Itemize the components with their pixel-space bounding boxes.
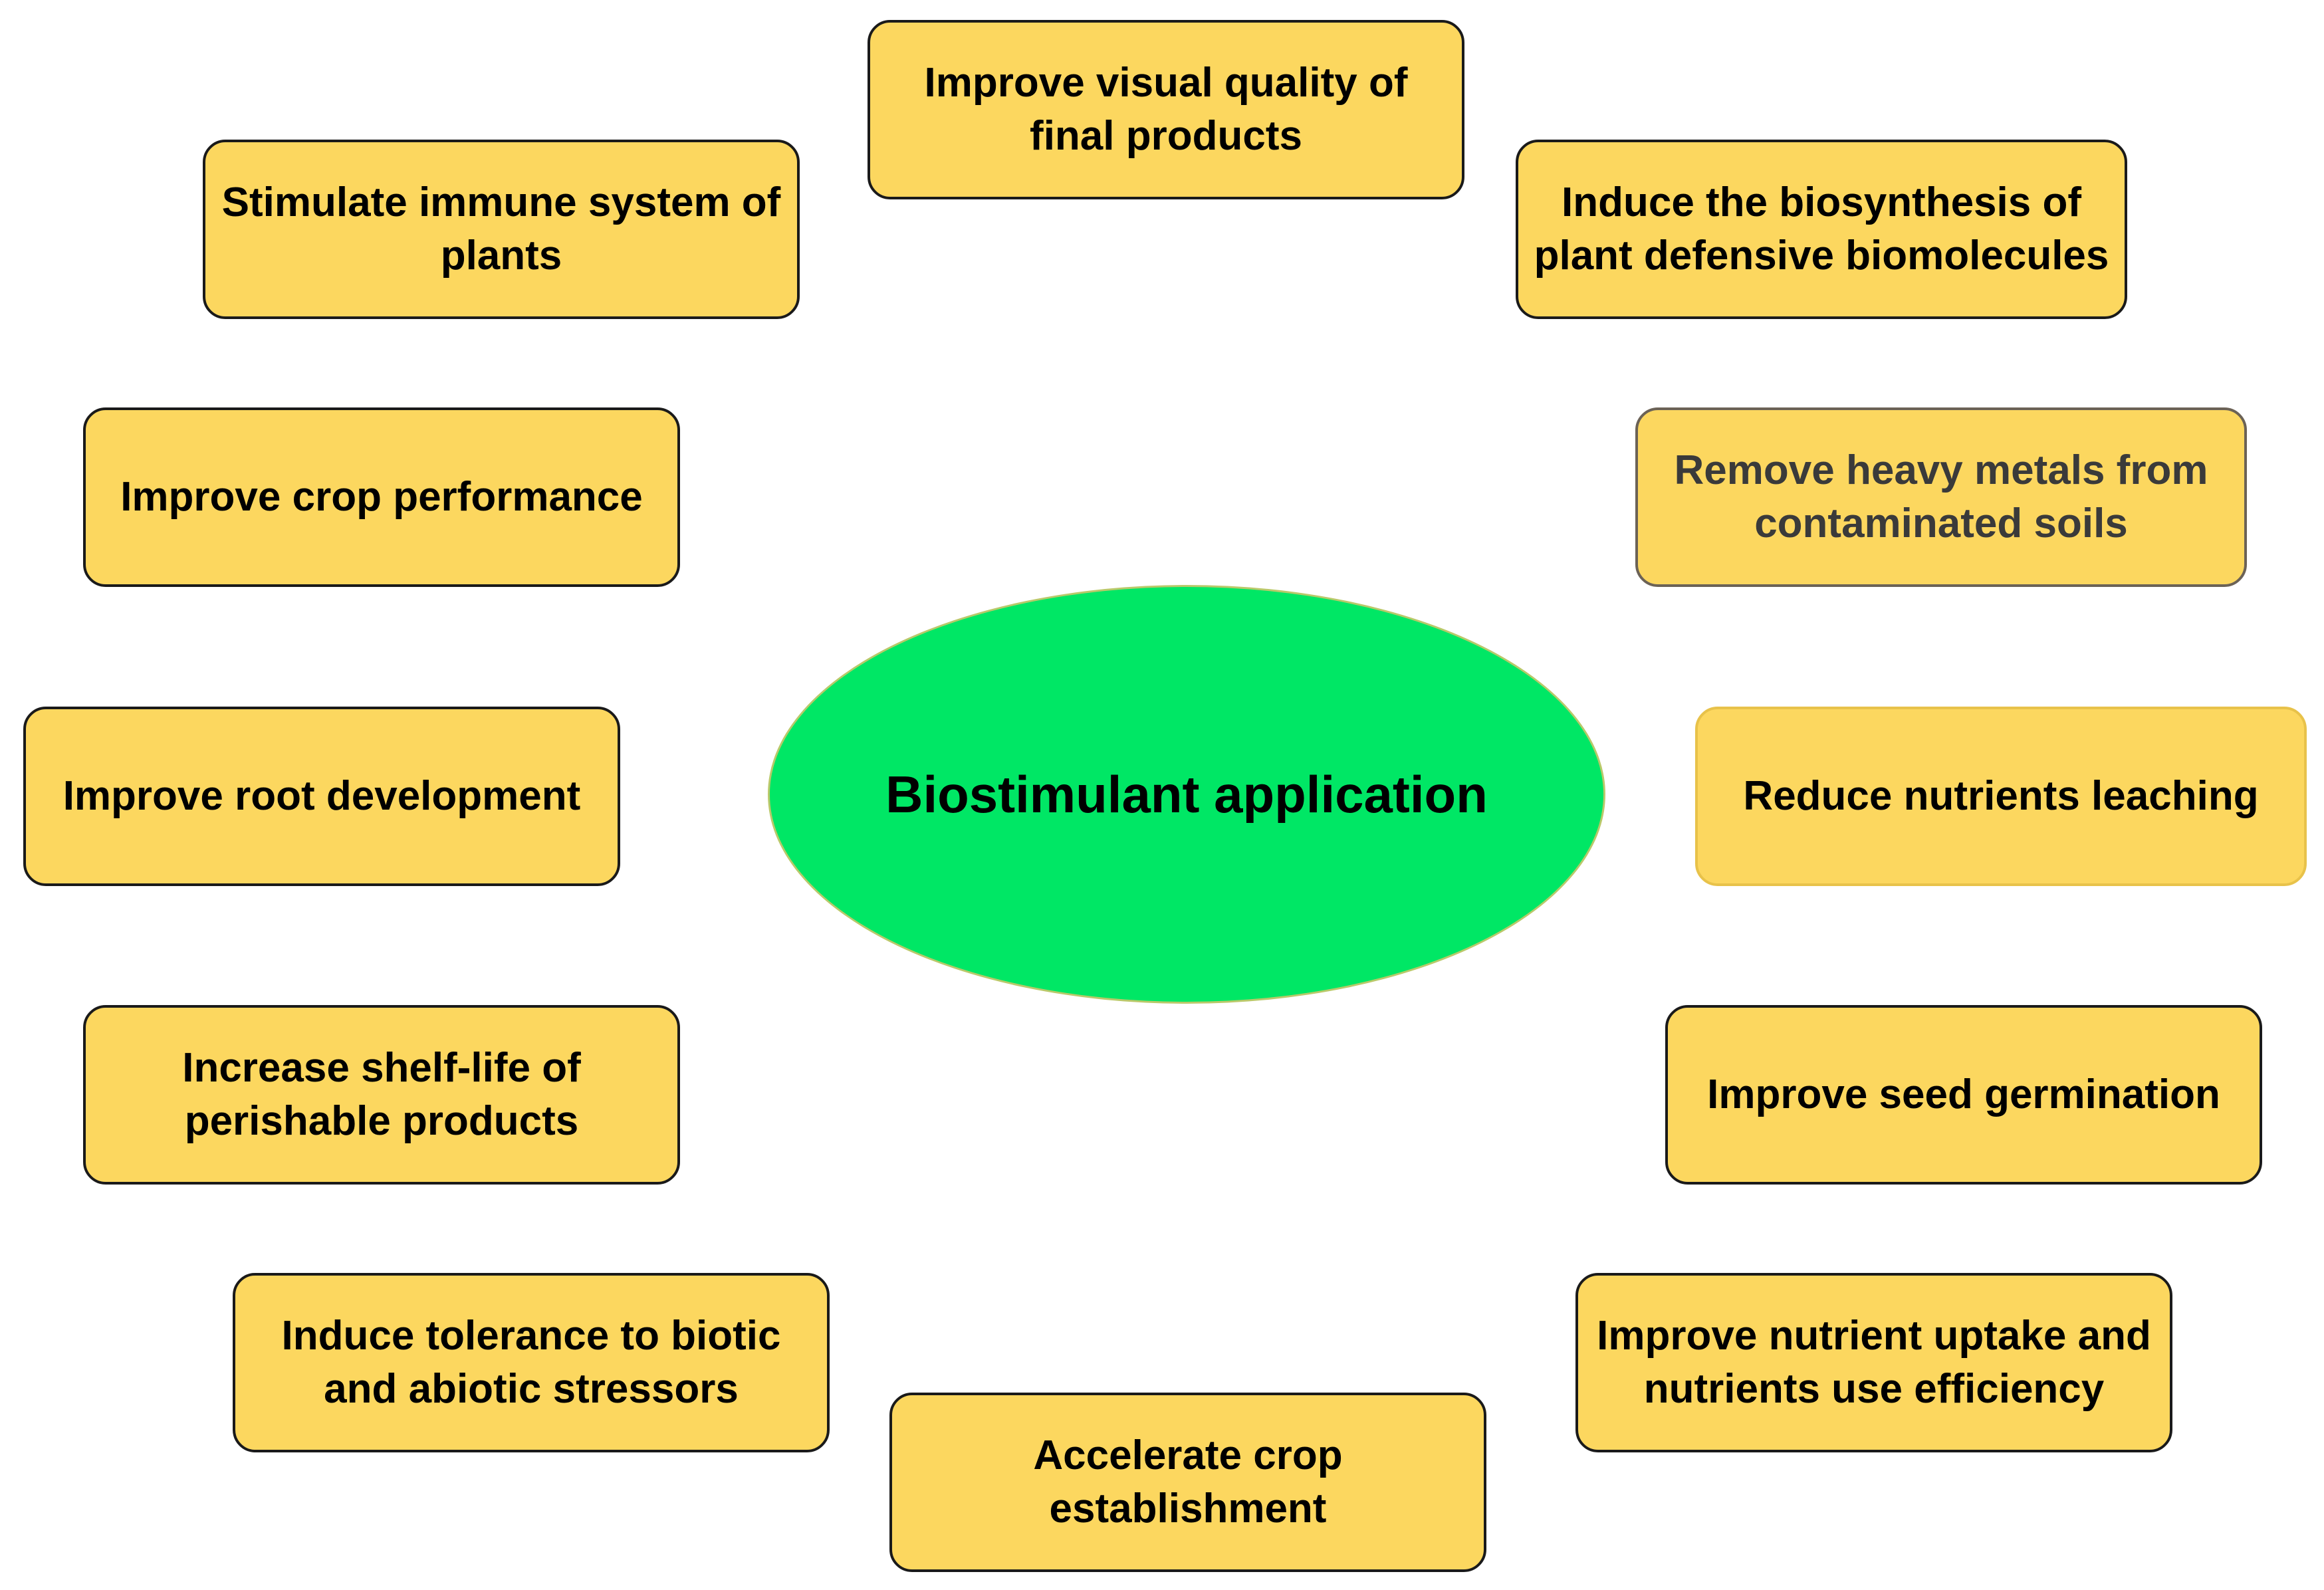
benefit-label: Improve seed germination: [1707, 1072, 2220, 1117]
benefit-label: Improve visual quality of final products: [924, 60, 1408, 159]
benefit-box-seed-germination: Improve seed germination: [1665, 1005, 2262, 1185]
benefit-label: Remove heavy metals from contaminated so…: [1674, 447, 2208, 546]
benefit-label: Stimulate immune system of plants: [221, 179, 781, 279]
benefit-box-immune-system: Stimulate immune system of plants: [203, 140, 800, 319]
benefit-label: Reduce nutrients leaching: [1743, 773, 2259, 819]
benefit-label: Increase shelf-life of perishable produc…: [182, 1045, 581, 1144]
benefit-label: Accelerate crop establishment: [1033, 1432, 1343, 1532]
benefit-box-crop-establishment: Accelerate crop establishment: [889, 1393, 1486, 1572]
benefit-box-nutrients-leaching: Reduce nutrients leaching: [1695, 707, 2307, 886]
benefit-box-shelf-life: Increase shelf-life of perishable produc…: [83, 1005, 680, 1185]
benefit-box-visual-quality: Improve visual quality of final products: [868, 20, 1464, 199]
center-label: Biostimulant application: [885, 764, 1488, 824]
benefit-box-root-development: Improve root development: [23, 707, 620, 886]
benefit-label: Induce the biosynthesis of plant defensi…: [1534, 179, 2109, 279]
benefit-box-stress-tolerance: Induce tolerance to biotic and abiotic s…: [233, 1273, 830, 1452]
center-ellipse: Biostimulant application: [768, 585, 1605, 1004]
benefit-label: Improve root development: [62, 773, 581, 819]
benefit-box-heavy-metals: Remove heavy metals from contaminated so…: [1635, 407, 2247, 587]
benefit-box-defensive-biomolecules: Induce the biosynthesis of plant defensi…: [1516, 140, 2127, 319]
benefit-label: Induce tolerance to biotic and abiotic s…: [281, 1313, 781, 1412]
benefit-label: Improve crop performance: [120, 474, 643, 520]
benefit-label: Improve nutrient uptake and nutrients us…: [1597, 1313, 2151, 1412]
benefit-box-crop-performance: Improve crop performance: [83, 407, 680, 587]
benefit-box-nutrient-uptake: Improve nutrient uptake and nutrients us…: [1575, 1273, 2172, 1452]
